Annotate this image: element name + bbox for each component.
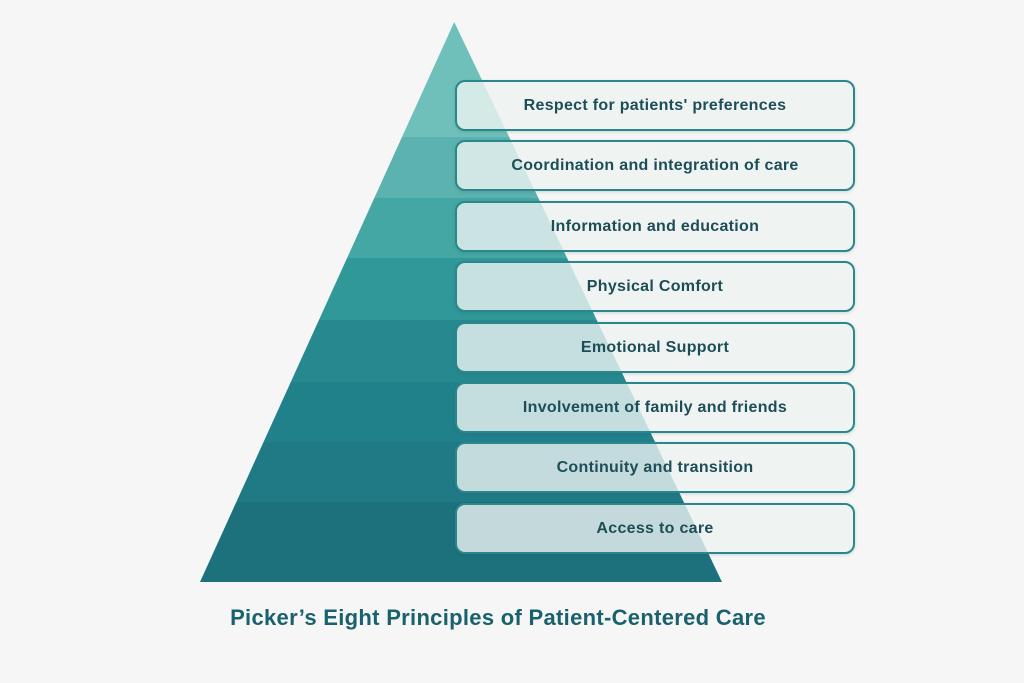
level-label: Coordination and integration of care xyxy=(511,156,799,174)
diagram-title: Picker’s Eight Principles of Patient-Cen… xyxy=(230,605,766,630)
level-label: Information and education xyxy=(550,217,760,235)
level-label: Physical Comfort xyxy=(586,277,724,295)
level-label: Emotional Support xyxy=(580,338,730,356)
level-box: Emotional Support xyxy=(455,322,855,373)
level-box: Information and education xyxy=(455,201,855,252)
level-label: Continuity and transition xyxy=(556,458,754,476)
level-box: Involvement of family and friends xyxy=(455,382,855,433)
level-label: Involvement of family and friends xyxy=(522,398,788,416)
level-label: Access to care xyxy=(596,519,714,537)
level-box: Continuity and transition xyxy=(455,442,855,493)
level-label: Respect for patients' preferences xyxy=(523,96,787,114)
level-box: Physical Comfort xyxy=(455,261,855,312)
level-box: Access to care xyxy=(455,503,855,554)
level-box: Coordination and integration of care xyxy=(455,140,855,191)
level-box: Respect for patients' preferences xyxy=(455,80,855,131)
